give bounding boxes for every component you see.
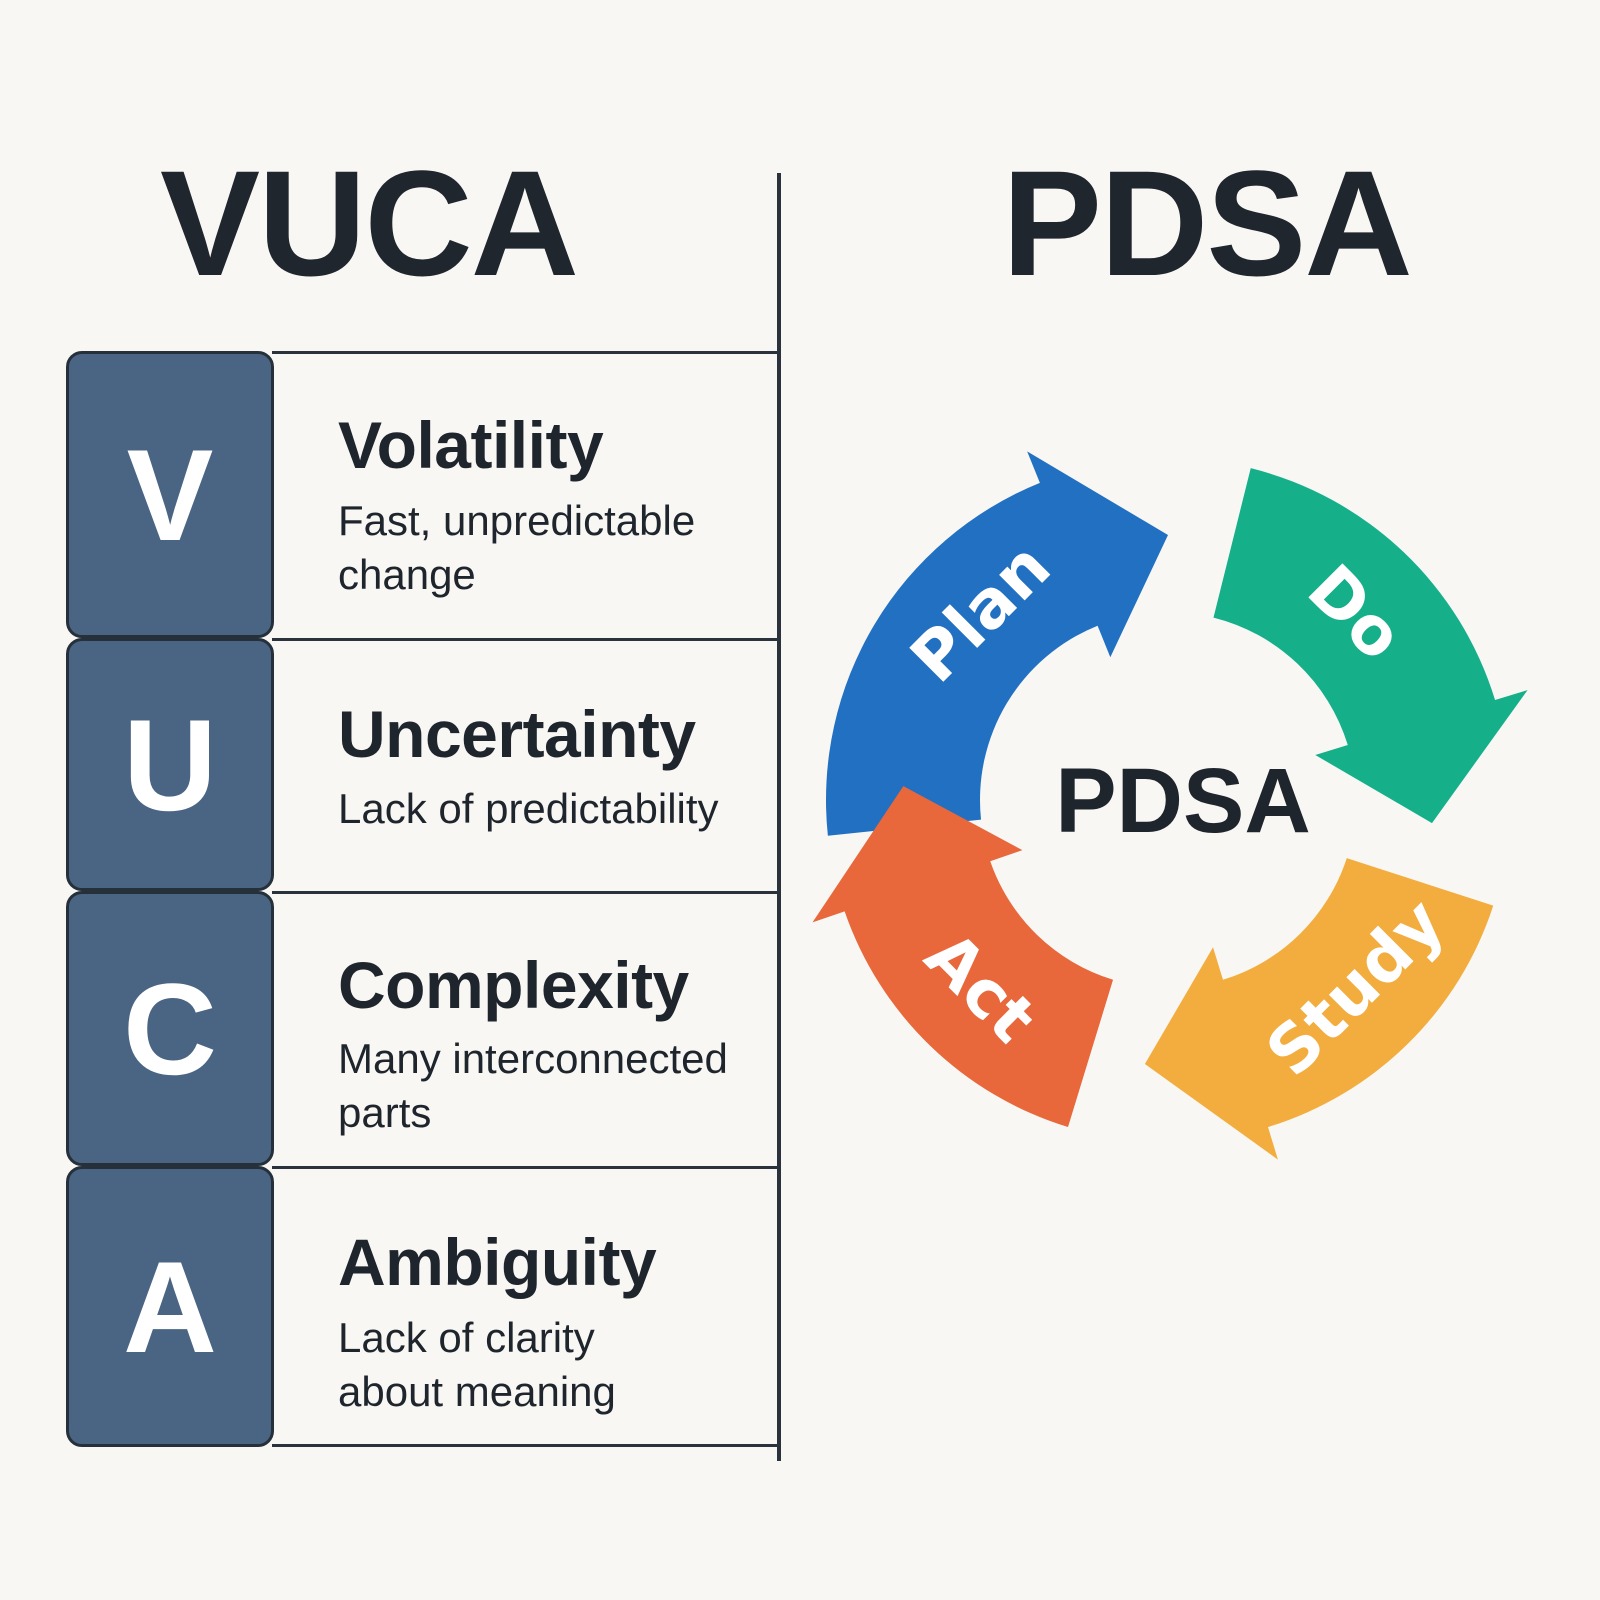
description: Fast, unpredictable change (338, 494, 778, 602)
cycle-arrow-plan (826, 451, 1168, 836)
letter: V (126, 421, 214, 568)
description-line: Lack of predictability (338, 785, 719, 832)
term: Uncertainty (338, 697, 696, 771)
text-cell: Volatility Fast, unpredictable change (272, 351, 779, 638)
vuca-row-volatility: V Volatility Fast, unpredictable change (66, 351, 779, 638)
term: Volatility (338, 408, 604, 482)
text-cell: Ambiguity Lack of clarity about meaning (272, 1166, 779, 1447)
text-cell: Uncertainty Lack of predictability (272, 638, 779, 891)
vuca-row-uncertainty: U Uncertainty Lack of predictability (66, 638, 779, 891)
letter: A (123, 1233, 217, 1380)
description-line: change (338, 551, 476, 598)
letter: C (123, 955, 217, 1102)
text-cell: Complexity Many interconnected parts (272, 891, 779, 1166)
term: Complexity (338, 948, 689, 1022)
cycle-arrow-do (1213, 468, 1528, 824)
description-line: about meaning (338, 1368, 616, 1415)
letter-cell: A (66, 1166, 274, 1447)
vuca-row-ambiguity: A Ambiguity Lack of clarity about meanin… (66, 1166, 779, 1447)
letter-cell: C (66, 891, 274, 1166)
cycle-center-label: PDSA (1055, 750, 1311, 852)
letter-cell: U (66, 638, 274, 891)
description-line: parts (338, 1089, 432, 1136)
divider (777, 173, 781, 1461)
pdsa-title: PDSA (1002, 139, 1413, 307)
description: Lack of clarity about meaning (338, 1311, 778, 1419)
cycle-arrow-study (1144, 858, 1494, 1160)
letter: U (123, 691, 217, 838)
vuca-row-complexity: C Complexity Many interconnected parts (66, 891, 779, 1166)
description: Many interconnected parts (338, 1032, 808, 1140)
description-line: Lack of clarity (338, 1314, 595, 1361)
letter-cell: V (66, 351, 274, 638)
vuca-title: VUCA (160, 139, 579, 307)
description-line: Many interconnected (338, 1035, 728, 1082)
term: Ambiguity (338, 1225, 657, 1299)
description: Lack of predictability (338, 782, 808, 836)
cycle-arrow-act (812, 786, 1114, 1128)
description-line: Fast, unpredictable (338, 497, 696, 544)
